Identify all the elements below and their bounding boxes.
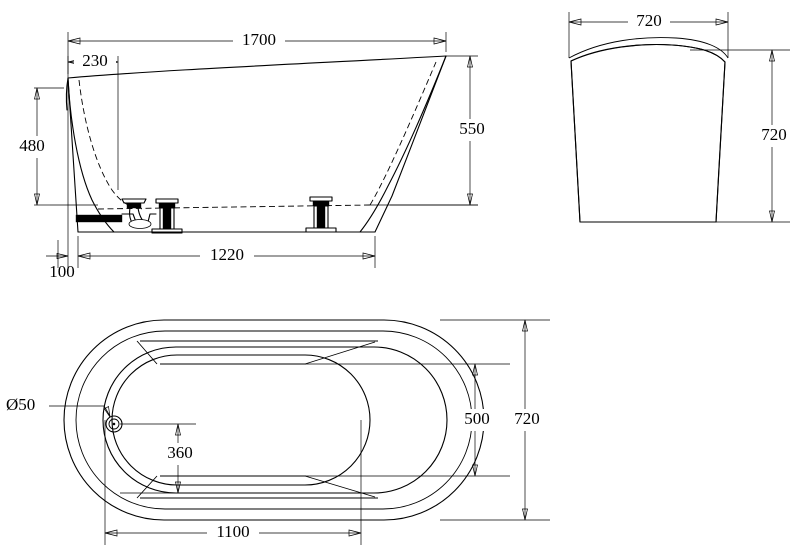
plan-view: Ø50 360 500	[6, 319, 550, 545]
dimension-label-500: 500	[464, 409, 490, 428]
plan-seat-line-top-right	[304, 341, 376, 365]
side-elevation-view: 720 720	[568, 11, 794, 223]
tub-inner-bowl-hidden-right	[369, 61, 437, 206]
front-elevation-view: 1700 230 480	[8, 30, 496, 281]
tub-side-top-arc	[570, 43, 726, 63]
dimension-overall-length: 1700	[67, 30, 447, 74]
dimension-label-360: 360	[167, 443, 193, 462]
dimension-label-1220: 1220	[210, 245, 244, 264]
dimension-base-inset: 100	[46, 74, 75, 281]
dimension-drain-offset: 360	[120, 423, 202, 494]
callout-label-drain-diameter: Ø50	[6, 395, 35, 414]
tub-inner-bowl-hidden-bottom	[97, 204, 371, 210]
drain-waste-assembly	[75, 198, 157, 229]
tub-side-right-curve	[715, 61, 726, 223]
adjustable-foot-right	[305, 196, 337, 233]
dimension-low-side-height: 480	[8, 87, 64, 206]
dimension-label-720-plan: 720	[514, 409, 540, 428]
dimension-inner-basin-width: 500	[300, 363, 510, 477]
tub-right-back-curve	[359, 55, 447, 233]
tub-inner-bowl-hidden-left	[78, 79, 143, 210]
plan-seat-line-top-left	[136, 340, 158, 365]
dimension-label-1700: 1700	[242, 30, 276, 49]
dimension-label-720-width: 720	[636, 11, 662, 30]
dimension-feet-spacing: 1220	[77, 236, 376, 268]
tub-side-outline	[570, 43, 726, 223]
dimension-overall-width-side: 720	[568, 11, 729, 58]
tub-side-inner-rim-arc	[568, 37, 729, 59]
dimension-basin-length: 1100	[104, 420, 362, 545]
dimension-overall-width-plan: 720	[440, 319, 550, 521]
plan-outer-oval	[63, 319, 485, 521]
plan-seat-line-bottom-right	[304, 475, 376, 498]
dimension-label-720-height: 720	[761, 125, 787, 144]
callout-drain-diameter: Ø50	[6, 395, 111, 418]
tub-front-outline	[67, 55, 447, 233]
dimension-high-side-height: 550	[390, 55, 496, 206]
plan-basin-floor	[111, 354, 371, 486]
tub-left-end-wall	[67, 77, 115, 233]
dimension-label-1100: 1100	[216, 522, 249, 541]
tub-left-outer-skirt	[65, 77, 69, 111]
drain-hole-plan	[105, 415, 123, 433]
dimension-backrest-offset: 230	[67, 51, 119, 190]
dimension-overall-height-side: 720	[690, 49, 794, 223]
dimension-label-230: 230	[82, 51, 108, 70]
dimension-label-480: 480	[19, 136, 45, 155]
plan-seat-line-bottom-left	[136, 475, 158, 499]
tub-side-left-curve	[570, 60, 581, 223]
adjustable-foot-left	[151, 198, 183, 234]
dimension-label-550: 550	[459, 119, 485, 138]
dimension-label-100: 100	[49, 262, 75, 281]
plan-bowl-oval	[102, 346, 448, 494]
